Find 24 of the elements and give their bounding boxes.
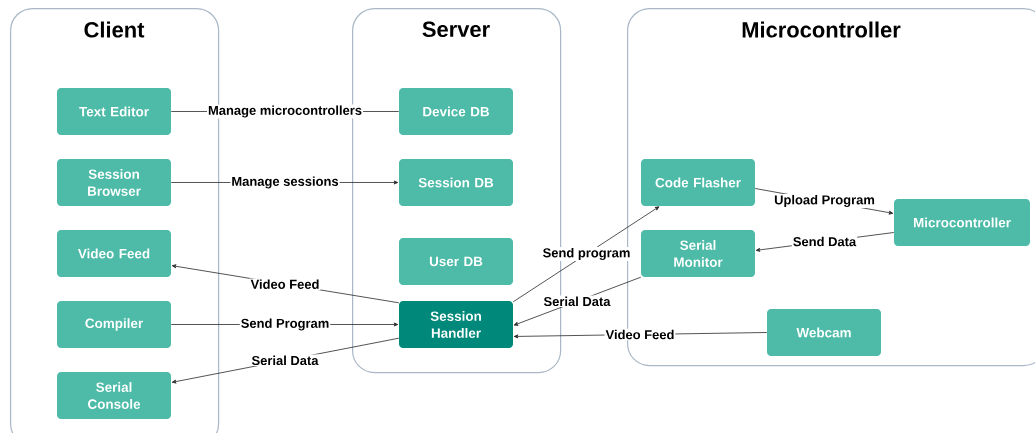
process-box: Compiler <box>57 301 171 348</box>
edge-label: Serial Data <box>250 354 320 367</box>
process-box: Serial Monitor <box>641 230 755 277</box>
process-box: Device DB <box>399 88 513 135</box>
process-box: Code Flasher <box>641 159 755 206</box>
process-box: Serial Console <box>57 372 171 419</box>
process-box: Webcam <box>767 309 881 356</box>
edge-label: Video Feed <box>604 328 676 341</box>
process-box: Session Browser <box>57 159 171 206</box>
edge-label: Send Program <box>239 317 331 332</box>
edge-label: Video Feed <box>249 278 321 290</box>
process-box: Video Feed <box>57 230 171 277</box>
arrow <box>512 206 660 303</box>
process-box: User DB <box>399 238 513 285</box>
edge-label: Manage microcontrollers <box>207 104 363 119</box>
process-box: Text Editor <box>57 88 171 135</box>
process-box: Session Handler <box>399 301 513 348</box>
edge-label: Upload Program <box>773 193 876 209</box>
edge-label: Send program <box>541 246 632 262</box>
process-box: Microcontroller <box>894 199 1030 246</box>
edge-label: Serial Data <box>542 295 612 308</box>
process-box: Session DB <box>399 159 513 206</box>
edge-label: Send Data <box>791 235 858 248</box>
edge-label: Manage sessions <box>230 175 340 190</box>
